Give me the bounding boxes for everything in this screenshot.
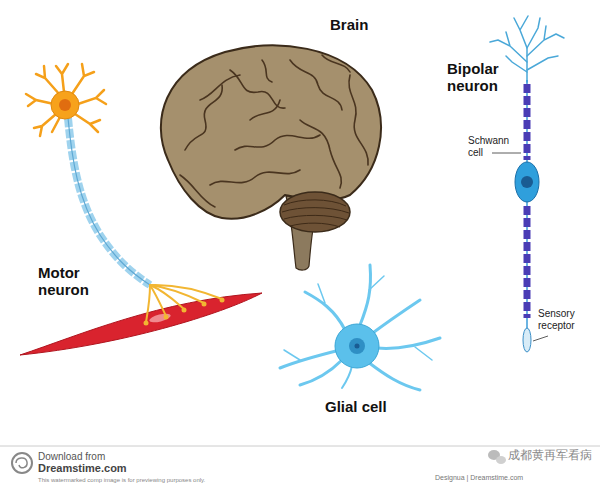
part-label: Glial cell bbox=[325, 398, 387, 415]
watermark: Download from bbox=[38, 451, 105, 463]
knob bbox=[182, 308, 187, 313]
bipolar-neuron-figure bbox=[490, 16, 564, 352]
watermark: This watermarked comp image is for previ… bbox=[38, 477, 205, 484]
part-label: Bipolar neuron bbox=[447, 60, 511, 95]
gyrus-line bbox=[300, 120, 341, 188]
terminal bbox=[150, 285, 204, 303]
gyrus-line bbox=[235, 135, 320, 150]
process bbox=[300, 360, 342, 385]
dendrite bbox=[72, 64, 94, 94]
process bbox=[369, 276, 384, 290]
brain-figure bbox=[161, 46, 381, 271]
dendrite bbox=[56, 64, 68, 92]
part-label: Sensory receptor bbox=[538, 308, 588, 331]
muscle-fiber bbox=[20, 293, 262, 355]
myelin-sheath bbox=[524, 84, 531, 160]
brain-gyri bbox=[180, 55, 368, 207]
logo-icon bbox=[12, 453, 32, 473]
process bbox=[377, 338, 440, 348]
glial-nucleolus bbox=[355, 344, 360, 349]
process bbox=[342, 366, 352, 388]
glial-body bbox=[335, 324, 379, 368]
motor-neuron-figure bbox=[20, 64, 262, 355]
folia-line bbox=[290, 223, 340, 227]
logo-swirl bbox=[16, 458, 27, 468]
process bbox=[284, 350, 300, 360]
watermark: Designua | Dreamstime.com bbox=[435, 474, 523, 482]
dendrite bbox=[527, 26, 564, 56]
gyrus-line bbox=[262, 60, 272, 82]
knob bbox=[144, 321, 149, 326]
dendrite bbox=[52, 117, 60, 132]
gyrus-line bbox=[349, 75, 368, 165]
bipolar-nucleus bbox=[521, 176, 533, 188]
dendrite bbox=[527, 56, 558, 70]
leader-line bbox=[533, 336, 548, 341]
gyrus-line bbox=[210, 170, 300, 185]
part-label: Motor neuron bbox=[38, 264, 94, 299]
muscle-nucleus bbox=[148, 312, 171, 324]
cerebellum-folia bbox=[282, 200, 349, 227]
axon-core bbox=[68, 118, 150, 285]
leader-line bbox=[492, 153, 521, 154]
glial-nucleus bbox=[349, 338, 365, 354]
axon bbox=[68, 118, 150, 285]
axon-core bbox=[526, 80, 528, 330]
terminal bbox=[150, 285, 222, 299]
dendrite bbox=[36, 66, 60, 95]
glial-cell-figure bbox=[280, 265, 440, 390]
knob bbox=[220, 298, 225, 303]
folia-line bbox=[282, 208, 349, 213]
bipolar-soma bbox=[515, 162, 539, 202]
dendrite bbox=[26, 94, 54, 106]
footer-rule bbox=[0, 446, 600, 447]
dendrite bbox=[506, 56, 527, 72]
wechat-icon bbox=[488, 450, 506, 464]
process bbox=[305, 292, 345, 330]
process bbox=[370, 300, 420, 335]
process bbox=[280, 350, 340, 368]
part-label: Schwann cell bbox=[468, 135, 516, 158]
cerebrum bbox=[161, 46, 381, 219]
dendrite bbox=[78, 90, 106, 104]
gyrus-line bbox=[250, 100, 280, 120]
knob bbox=[202, 302, 207, 307]
dendrite bbox=[75, 114, 100, 132]
glial-processes bbox=[280, 265, 440, 390]
watermark: 成都黄再军看病 bbox=[508, 449, 592, 463]
terminal bbox=[146, 285, 150, 322]
folia-line bbox=[284, 200, 346, 206]
watermark: Dreamstime.com bbox=[38, 462, 127, 475]
knob bbox=[164, 315, 169, 320]
gyrus-line bbox=[185, 85, 222, 150]
cerebellum bbox=[280, 192, 350, 232]
gyrus-line bbox=[290, 60, 342, 110]
terminal-knobs bbox=[144, 298, 225, 326]
motor-nucleus bbox=[59, 99, 71, 111]
bipolar-dendrites bbox=[490, 16, 564, 82]
axon-terminals bbox=[146, 285, 222, 322]
gyrus-line bbox=[180, 175, 215, 207]
part-label: Brain bbox=[330, 16, 368, 33]
process bbox=[318, 284, 325, 303]
dendrite bbox=[527, 18, 540, 48]
process bbox=[368, 362, 420, 390]
gyrus-line bbox=[322, 55, 350, 72]
folia-line bbox=[284, 215, 347, 220]
process bbox=[415, 347, 432, 360]
sensory-receptor bbox=[523, 328, 531, 352]
process bbox=[360, 265, 371, 325]
bubble bbox=[496, 456, 506, 464]
myelin-sheath bbox=[524, 206, 531, 318]
gyrus-line bbox=[200, 75, 240, 100]
motor-soma bbox=[51, 91, 79, 119]
